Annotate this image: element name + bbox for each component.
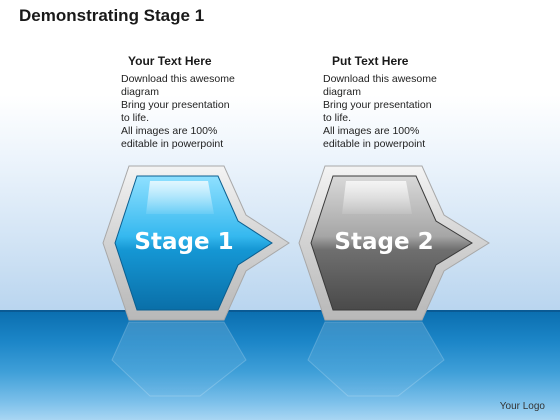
column-text-line: All images are 100% [323,125,420,137]
text-column-1: Your Text Here Download this awesome dia… [121,54,281,151]
column-text-line: diagram [323,86,361,98]
slide-title: Demonstrating Stage 1 [19,6,205,25]
column-text-line: Bring your presentation [323,99,432,111]
column-text-line: diagram [121,86,159,98]
column-text-line: to life. [323,112,352,124]
column-text-line: Download this awesome [323,73,437,85]
stage-1-reflection [111,321,247,397]
stage-2-label: Stage 2 [334,229,433,255]
stage-2-shape: Stage 2 [298,165,490,321]
column-heading: Put Text Here [332,54,409,68]
column-text-line: Bring your presentation [121,99,230,111]
stage-2-reflection [307,321,445,397]
column-text-line: editable in powerpoint [323,138,426,150]
floor-edge [0,310,560,313]
column-text-line: editable in powerpoint [121,138,224,150]
column-text-line: to life. [121,112,150,124]
column-heading: Your Text Here [128,54,212,68]
column-text-line: Download this awesome [121,73,235,85]
stage-1-shape: Stage 1 [102,165,290,321]
reflective-floor [0,312,560,420]
stage-2-shine [342,181,412,214]
text-column-2: Put Text Here Download this awesome diag… [323,54,483,151]
column-text-line: All images are 100% [121,125,218,137]
stage-1-label: Stage 1 [134,229,233,255]
logo-placeholder: Your Logo [499,401,545,412]
stage-1-shine [146,181,214,214]
